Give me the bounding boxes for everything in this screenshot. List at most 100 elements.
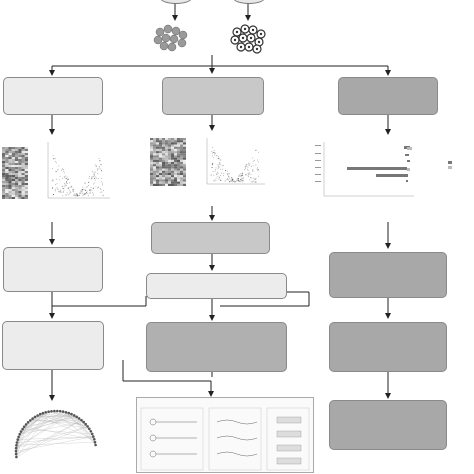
- cell-cluster-solid-icon: [153, 24, 188, 52]
- volcano-point: [252, 171, 254, 172]
- heatmap-cell: [162, 172, 165, 176]
- network-edge: [37, 415, 95, 440]
- network-node: [26, 421, 30, 424]
- heatmap-cell: [5, 159, 9, 161]
- heatmap-cell: [2, 175, 6, 177]
- volcano-point: [89, 191, 91, 193]
- heatmap-cell: [24, 155, 28, 157]
- volcano-point: [92, 170, 93, 172]
- volcano-point: [222, 164, 224, 166]
- heatmap-cell: [18, 195, 22, 197]
- heatmap-cell: [8, 149, 12, 151]
- network-node: [33, 415, 37, 419]
- heatmap-cell: [18, 159, 22, 161]
- volcano-point: [248, 162, 249, 164]
- network-node: [64, 411, 68, 414]
- volcano-point: [241, 177, 243, 179]
- heatmap-cell: [177, 175, 180, 178]
- network-edge: [74, 415, 96, 443]
- heatmap-cell: [18, 169, 22, 171]
- volcano-point: [85, 186, 87, 188]
- volcano-point: [84, 189, 86, 191]
- volcano-point: [98, 167, 100, 169]
- heatmap-cell: [183, 146, 186, 149]
- network-node: [14, 452, 18, 456]
- volcano-point: [233, 180, 235, 182]
- network-edge: [16, 420, 82, 458]
- heatmap-cell: [183, 166, 186, 169]
- heatmap-cell: [168, 166, 171, 169]
- heatmap-cell: [2, 169, 6, 171]
- network-node: [14, 449, 18, 453]
- heatmap-cell: [150, 175, 153, 178]
- heatmap-cell: [5, 163, 9, 165]
- heatmap-cell: [150, 172, 153, 176]
- heatmap-cell: [15, 185, 19, 187]
- volcano-point: [210, 175, 212, 177]
- network-node: [15, 444, 18, 447]
- heatmap-cell: [174, 162, 177, 165]
- heatmap-cell: [11, 151, 15, 153]
- heatmap-cell: [8, 179, 12, 181]
- volcano-point: [240, 175, 242, 177]
- volcano-point: [86, 186, 88, 188]
- heatmap-cell: [159, 164, 162, 167]
- heatmap-cell: [2, 173, 6, 175]
- heatmap-cell: [5, 193, 9, 195]
- network-node: [70, 412, 73, 416]
- volcano-point: [86, 192, 88, 194]
- heatmap-cell: [168, 181, 171, 184]
- volcano-point: [62, 188, 64, 189]
- volcano-point: [219, 177, 221, 179]
- heatmap-cell: [174, 146, 177, 149]
- volcano-point: [92, 194, 94, 196]
- heatmap-cell: [18, 167, 22, 169]
- heatmap-cell: [2, 189, 6, 191]
- heatmap-cell: [162, 140, 165, 143]
- volcano-point: [91, 189, 93, 191]
- heatmap-cell: [11, 171, 15, 173]
- heatmap-cell: [180, 153, 183, 156]
- volcano-point: [219, 175, 221, 176]
- heatmap-cell: [156, 142, 159, 145]
- volcano-point: [215, 177, 217, 179]
- volcano-point: [218, 157, 220, 159]
- heatmap-cell: [11, 147, 15, 149]
- network-edge: [20, 411, 49, 432]
- heatmap-cell: [11, 193, 15, 195]
- volcano-point: [88, 177, 90, 179]
- volcano-point: [94, 182, 96, 184]
- volcano-point: [80, 192, 82, 194]
- volcano-point: [97, 169, 99, 171]
- heatmap-cell: [174, 166, 177, 169]
- heatmap-cell: [24, 165, 28, 167]
- volcano-point: [100, 191, 102, 193]
- volcano-point: [227, 173, 229, 175]
- heatmap-cell: [168, 183, 171, 186]
- heatmap-cell: [24, 183, 28, 185]
- volcano-point: [101, 177, 103, 179]
- volcano-point: [248, 173, 250, 175]
- volcano-point: [59, 191, 61, 193]
- volcano-point: [53, 194, 55, 196]
- heatmap-cell: [180, 144, 183, 147]
- volcano-point: [88, 185, 90, 186]
- heatmap-cell: [183, 170, 186, 173]
- volcano-point: [94, 171, 96, 173]
- heatmap-cell: [2, 193, 6, 195]
- heatmap-cell: [15, 193, 19, 195]
- heatmap-cell: [11, 149, 15, 151]
- heatmap-cell: [5, 181, 9, 183]
- heatmap-cell: [168, 159, 171, 162]
- network-node: [44, 411, 47, 414]
- volcano-point: [217, 168, 219, 170]
- network-edge: [15, 411, 49, 452]
- heatmap-cell: [165, 181, 168, 184]
- volcano-point: [217, 175, 219, 177]
- heatmap-cell: [180, 183, 183, 186]
- volcano-point: [101, 191, 103, 193]
- volcano-point: [62, 195, 64, 197]
- heatmap-cell: [165, 159, 168, 162]
- volcano-point: [72, 190, 74, 192]
- volcano-point: [219, 168, 221, 170]
